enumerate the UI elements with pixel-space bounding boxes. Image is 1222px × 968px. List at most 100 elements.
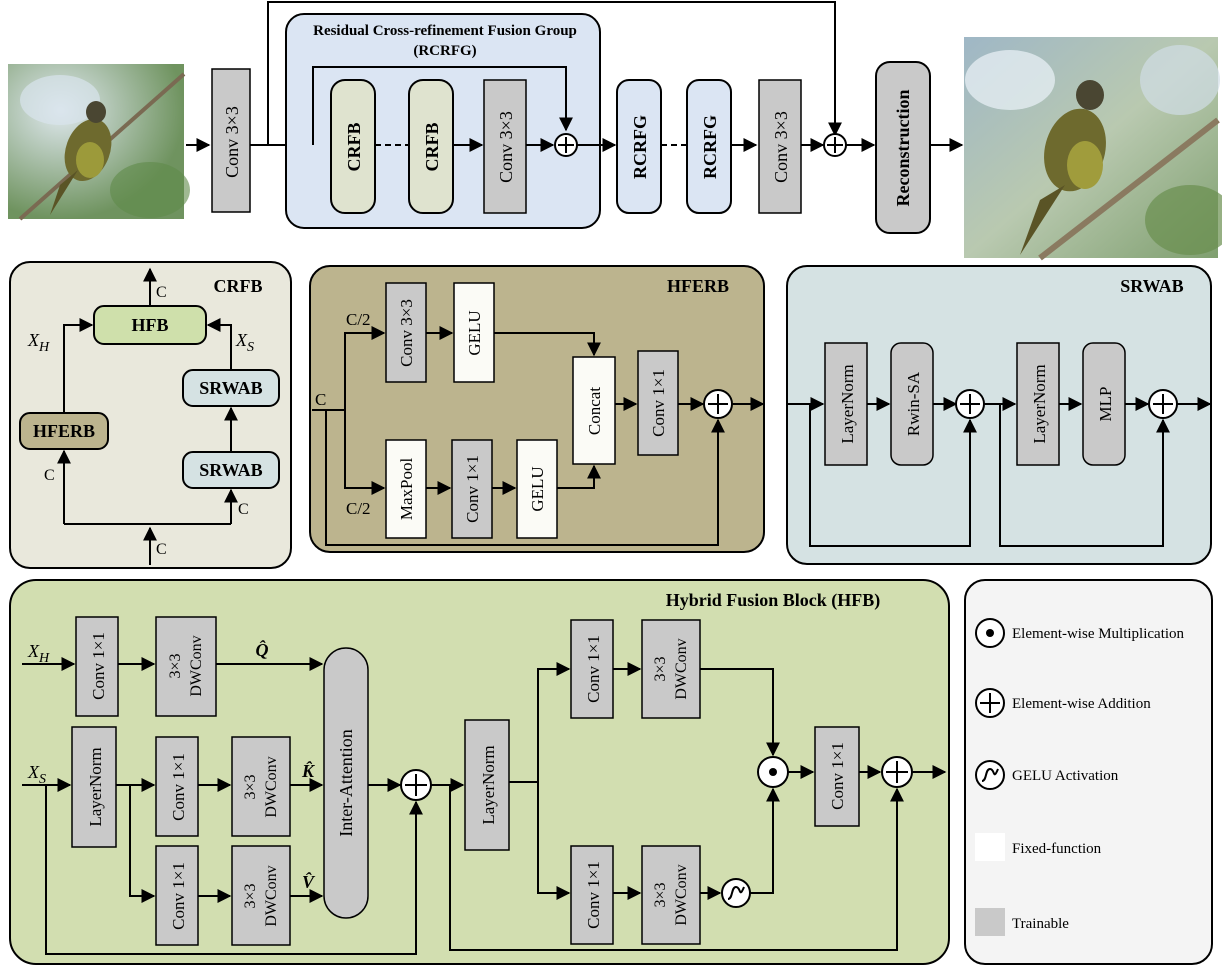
concat-box xyxy=(572,356,616,465)
legend-gelu-label: GELU Activation xyxy=(1012,768,1119,784)
inter-attention-label: Inter-Attention xyxy=(336,729,356,837)
maxpool-label: MaxPool xyxy=(397,458,416,521)
conv1x1-label: Conv 1×1 xyxy=(169,753,188,821)
conv1x1-label: Conv 1×1 xyxy=(463,455,482,523)
rwin-sa-label: Rwin-SA xyxy=(904,371,923,436)
xs-label: XS xyxy=(235,330,254,355)
arrow xyxy=(700,668,780,757)
add-node xyxy=(881,756,913,788)
conv1x1-box xyxy=(155,736,199,837)
conv1x1-box xyxy=(570,619,614,719)
arrow xyxy=(750,787,780,894)
crfb-panel-title: CRFB xyxy=(214,276,263,296)
mult-icon xyxy=(975,618,1005,648)
dwconv-box xyxy=(155,616,217,717)
c-label: C xyxy=(238,501,249,518)
hferb-panel-title: HFERB xyxy=(667,276,729,296)
dwconv-box xyxy=(231,736,291,837)
srwab-label-bottom: SRWAB xyxy=(199,460,262,480)
rcrfg-skip xyxy=(312,66,573,145)
reconstruction-box xyxy=(875,61,931,234)
c-label: C xyxy=(315,390,326,409)
arrow xyxy=(63,318,94,413)
hfb-skip-1 xyxy=(45,785,423,955)
layernorm-label: LayerNorm xyxy=(479,745,498,824)
v-label: V̂ xyxy=(302,872,316,892)
layernorm-box xyxy=(464,719,510,851)
conv1x1-label: Conv 1×1 xyxy=(828,742,847,810)
dwconv-label-2: DWConv xyxy=(263,865,280,926)
add-node xyxy=(400,769,432,801)
xh-label: XH xyxy=(27,641,50,666)
conv3x3-label: Conv 3×3 xyxy=(397,299,416,367)
legend-mult-label: Element-wise Multiplication xyxy=(1012,626,1185,642)
dwconv-label-1: 3×3 xyxy=(652,882,669,907)
conv1x1-label: Conv 1×1 xyxy=(169,862,188,930)
arrow xyxy=(557,464,601,489)
arrow xyxy=(537,662,571,782)
conv1x1-box xyxy=(451,439,493,539)
xs-label: XS xyxy=(27,762,46,787)
dwconv-label-2: DWConv xyxy=(188,635,205,696)
gelu-label: GELU xyxy=(528,466,547,511)
crfb-box-2 xyxy=(408,79,454,214)
conv3x3-box xyxy=(211,68,251,213)
mlp-label: MLP xyxy=(1096,387,1115,422)
conv1x1-box xyxy=(570,845,614,945)
conv1x1-box xyxy=(75,616,119,717)
srwab-skip-1 xyxy=(809,404,977,547)
rcrfg-label-1: RCRFG xyxy=(630,115,650,179)
legend-fixed-label: Fixed-function xyxy=(1012,841,1102,857)
dwconv-label-1: 3×3 xyxy=(242,774,259,799)
c-label: C xyxy=(156,284,167,301)
add-node xyxy=(554,133,578,157)
dwconv-label-2: DWConv xyxy=(673,864,690,925)
arrow xyxy=(129,785,156,903)
add-node xyxy=(955,389,985,419)
srwab-label-top: SRWAB xyxy=(199,378,262,398)
legend-panel xyxy=(964,579,1213,965)
input-image xyxy=(8,64,190,221)
inter-attention-box xyxy=(323,647,369,919)
dwconv-label-1: 3×3 xyxy=(652,656,669,681)
dwconv-box xyxy=(641,619,701,719)
dwconv-label-1: 3×3 xyxy=(167,653,184,678)
layernorm-box xyxy=(1016,342,1060,466)
legend-trainable-label: Trainable xyxy=(1012,916,1069,932)
srwab-panel-title: SRWAB xyxy=(1120,276,1183,296)
gelu-label: GELU xyxy=(465,310,484,355)
arrow xyxy=(344,410,386,495)
hfb-label: HFB xyxy=(131,315,168,335)
reconstruction-label: Reconstruction xyxy=(893,90,913,207)
gelu-node xyxy=(721,878,751,908)
add-icon xyxy=(975,688,1005,718)
dwconv-box xyxy=(641,845,701,945)
conv1x1-label: Conv 1×1 xyxy=(89,632,108,700)
add-node xyxy=(1148,389,1178,419)
hfb-skip-2 xyxy=(449,785,904,951)
layernorm-label: LayerNorm xyxy=(1030,364,1049,443)
maxpool-box xyxy=(385,439,427,539)
q-label: Q̂ xyxy=(256,640,269,660)
add-node xyxy=(703,389,733,419)
gelu-icon xyxy=(975,760,1005,790)
arrow xyxy=(344,326,386,410)
gelu-box xyxy=(453,282,495,383)
legend-add-label: Element-wise Addition xyxy=(1012,696,1151,712)
crfb-box-1 xyxy=(330,79,376,214)
dwconv-box xyxy=(231,845,291,946)
dwconv-label-1: 3×3 xyxy=(242,883,259,908)
dwconv-label-2: DWConv xyxy=(673,638,690,699)
conv3x3-label: Conv 3×3 xyxy=(771,111,791,183)
conv1x1-box xyxy=(155,845,199,946)
layernorm-label: LayerNorm xyxy=(838,364,857,443)
hferb-label: HFERB xyxy=(33,421,95,441)
rcrfg-label-2: RCRFG xyxy=(700,115,720,179)
conv3x3-box xyxy=(758,79,802,214)
mult-node xyxy=(757,756,789,788)
conv3x3-label: Conv 3×3 xyxy=(222,106,242,178)
crfb-label-1: CRFB xyxy=(344,123,364,172)
conv1x1-label: Conv 1×1 xyxy=(584,861,603,929)
conv1x1-label: Conv 1×1 xyxy=(584,635,603,703)
trainable-swatch xyxy=(975,908,1005,936)
